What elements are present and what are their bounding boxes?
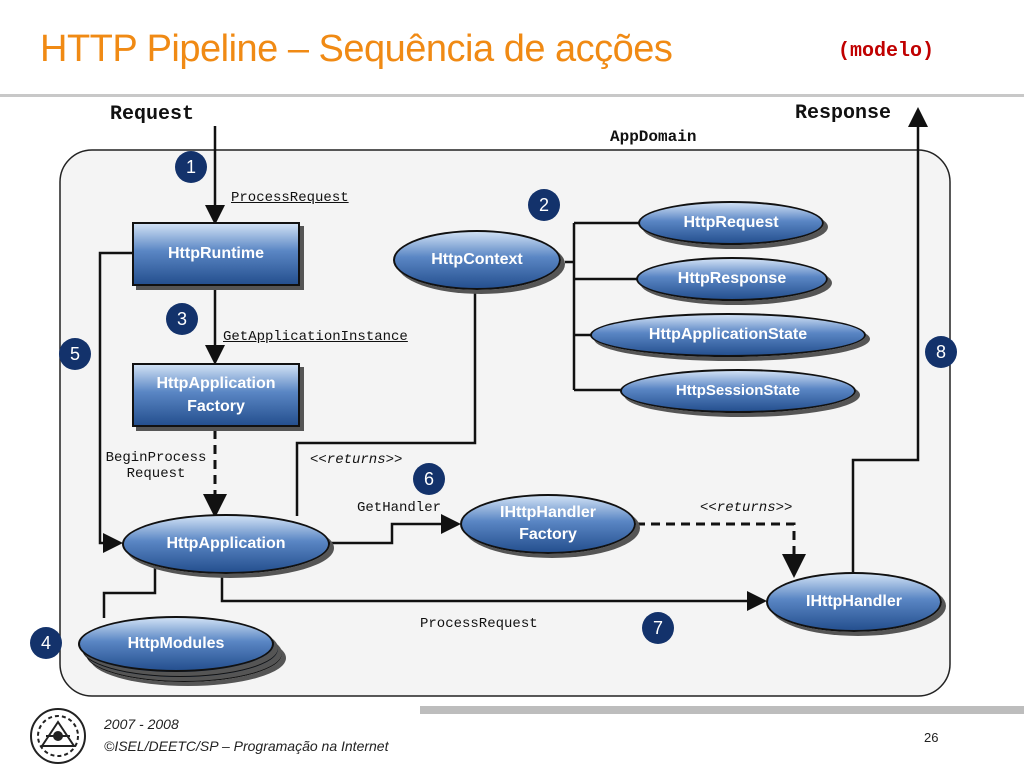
http-request-node: HttpRequest: [638, 201, 824, 245]
application-to-handler-arrow: [220, 575, 767, 611]
http-application-node: HttpApplication: [122, 514, 330, 574]
process-request-top-label: ProcessRequest: [231, 190, 349, 206]
footer-year: 2007 - 2008: [104, 716, 179, 732]
step-badge-1: 1: [175, 151, 207, 183]
ihttphandler-factory-node: IHttpHandler Factory: [460, 494, 636, 554]
get-handler-label: GetHandler: [357, 500, 442, 516]
http-session-state-node: HttpSessionState: [620, 369, 856, 413]
http-runtime-node: HttpRuntime: [132, 222, 300, 286]
process-request-bottom-label: ProcessRequest: [420, 616, 538, 632]
handler-to-response-arrow: [851, 107, 928, 572]
slide-title: HTTP Pipeline – Sequência de acções: [40, 28, 673, 70]
slide-subtitle: (modelo): [838, 40, 935, 63]
application-to-handlerfactory-arrow: [328, 514, 461, 545]
handler-factory-line1: IHttpHandler: [500, 504, 596, 522]
returns-label-2: <<returns>>: [700, 500, 793, 516]
title-divider: [0, 94, 1024, 97]
page-number: 26: [924, 730, 939, 745]
runtime-to-application-loop: [98, 251, 132, 553]
factory-line2: Factory: [187, 398, 245, 415]
isel-logo-icon: [30, 708, 86, 764]
appdomain-label: AppDomain: [610, 128, 697, 146]
step-badge-8: 8: [925, 336, 957, 368]
response-label: Response: [795, 102, 892, 125]
step-badge-4: 4: [30, 627, 62, 659]
http-context-node: HttpContext: [393, 230, 561, 290]
footer-divider: [420, 706, 1024, 714]
get-application-instance-label: GetApplicationInstance: [223, 329, 408, 345]
handler-factory-line2: Factory: [519, 526, 577, 543]
returns-label-1: <<returns>>: [310, 452, 403, 468]
step-badge-5: 5: [59, 338, 91, 370]
http-application-factory-node: HttpApplication Factory: [132, 363, 300, 427]
step-badge-2: 2: [528, 189, 560, 221]
application-to-modules-line: [102, 566, 157, 618]
factory-line1: HttpApplication: [156, 374, 276, 392]
http-application-state-node: HttpApplicationState: [590, 313, 866, 357]
begin-process-line1: BeginProcess: [105, 450, 207, 466]
handlerfactory-to-handler-dashed: [636, 522, 806, 578]
footer-course: ©ISEL/DEETC/SP – Programação na Internet: [104, 738, 389, 754]
step-badge-7: 7: [642, 612, 674, 644]
begin-process-request-label: BeginProcess Request: [104, 450, 208, 482]
request-label: Request: [110, 103, 195, 126]
http-modules-node: HttpModules: [78, 616, 274, 672]
application-to-context-line: [295, 292, 477, 516]
ihttphandler-node: IHttpHandler: [766, 572, 942, 632]
http-response-node: HttpResponse: [636, 257, 828, 301]
begin-process-line2: Request: [126, 466, 186, 482]
step-badge-6: 6: [413, 463, 445, 495]
step-badge-3: 3: [166, 303, 198, 335]
